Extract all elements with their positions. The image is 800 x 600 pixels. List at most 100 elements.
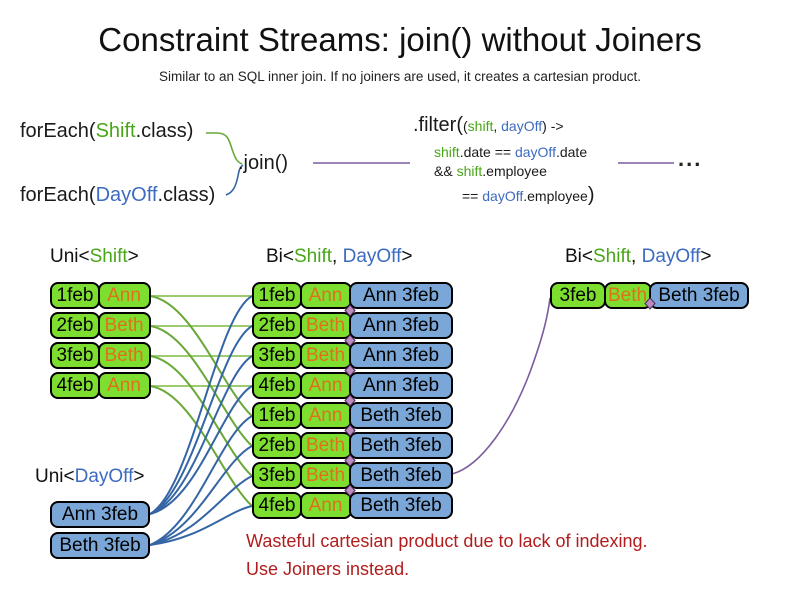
code-filter-line4: == dayOff.employee) xyxy=(462,184,595,207)
beth-dayoff-to-row8-line xyxy=(149,505,253,546)
code-text: ) xyxy=(587,184,595,206)
label-uni-shift: Uni<Shift> xyxy=(50,246,139,268)
label-text: > xyxy=(133,466,145,487)
shift2-to-row6-line xyxy=(149,325,253,447)
code-text: && xyxy=(434,163,457,179)
shift-class-token: Shift xyxy=(95,120,136,142)
label-text: Shift xyxy=(89,246,128,267)
brace-shift-line xyxy=(206,132,243,165)
shift-employee-cell: Ann xyxy=(299,372,352,399)
shift-var-token: shift xyxy=(456,163,483,179)
label-text: DayOff xyxy=(342,246,402,267)
shift-employee-cell: Beth xyxy=(299,312,352,339)
shift-date-cell: 3feb xyxy=(252,342,302,369)
beth-dayoff-to-row7-line xyxy=(149,475,253,546)
dayoff-class-token: DayOff xyxy=(95,184,158,206)
code-text: .class) xyxy=(135,120,194,142)
label-text: , xyxy=(631,246,642,267)
shift-employee-cell: Beth xyxy=(97,312,151,339)
shift-date-cell: 2feb xyxy=(252,312,302,339)
warning-line1: Wasteful cartesian product due to lack o… xyxy=(246,531,648,551)
dayoff-cell: Ann 3feb xyxy=(50,501,150,528)
shift-date-cell: 2feb xyxy=(252,432,302,459)
code-text: .date xyxy=(555,144,588,160)
shift-date-cell: 3feb xyxy=(252,462,302,489)
shift-employee-cell: Beth xyxy=(603,282,652,309)
label-text: DayOff xyxy=(641,246,701,267)
shift-employee-cell: Ann xyxy=(299,402,352,429)
shift-employee-cell: Ann xyxy=(299,492,352,519)
dayoff-cell: Beth 3feb xyxy=(649,282,749,309)
ann-dayoff-to-row2-line xyxy=(149,325,253,515)
shift-date-cell: 1feb xyxy=(252,402,302,429)
shift-date-cell: 4feb xyxy=(252,492,302,519)
code-text: .class) xyxy=(157,184,216,206)
dayoff-cell: Ann 3feb xyxy=(349,342,453,369)
shift-employee-cell: Ann xyxy=(97,372,151,399)
match-to-result-line xyxy=(451,297,551,475)
code-filter-line3: && shift.employee xyxy=(434,163,547,179)
shift1-to-row5-line xyxy=(149,295,253,417)
label-bi-right: Bi<Shift, DayOff> xyxy=(565,246,711,268)
dayoff-cell: Beth 3feb xyxy=(349,402,453,429)
label-uni-dayoff: Uni<DayOff> xyxy=(35,466,145,488)
shift-date-cell: 1feb xyxy=(50,282,100,309)
label-text: Shift xyxy=(593,246,632,267)
label-text: Uni< xyxy=(50,246,90,267)
code-text: .filter( xyxy=(413,114,463,136)
shift-date-cell: 3feb xyxy=(550,282,606,309)
dayoff-cell: Beth 3feb xyxy=(349,462,453,489)
code-text: ) -> xyxy=(542,118,564,134)
shift-date-cell: 1feb xyxy=(252,282,302,309)
label-text: > xyxy=(401,246,413,267)
shift-date-cell: 4feb xyxy=(252,372,302,399)
dayoff-cell: Beth 3feb xyxy=(349,492,453,519)
shift-employee-cell: Beth xyxy=(97,342,151,369)
code-text: .employee xyxy=(482,163,547,179)
label-text: Shift xyxy=(294,246,333,267)
label-text: , xyxy=(332,246,343,267)
label-text: DayOff xyxy=(74,466,134,487)
label-text: Bi< xyxy=(266,246,294,267)
label-text: Uni< xyxy=(35,466,75,487)
shift-employee-cell: Beth xyxy=(299,462,352,489)
beth-dayoff-to-row6-line xyxy=(149,445,253,546)
code-text: .employee xyxy=(523,188,588,204)
code-join: .join() xyxy=(238,152,289,174)
shift4-to-row8-line xyxy=(149,385,253,507)
ann-dayoff-to-row1-line xyxy=(149,295,253,515)
shift-employee-cell: Ann xyxy=(97,282,151,309)
shift-var-token: shift xyxy=(467,118,494,134)
beth-dayoff-to-row5-line xyxy=(149,415,253,546)
code-filter-line1: .filter((shift, dayOff) -> xyxy=(413,114,564,137)
dayoff-var-token: dayOff xyxy=(501,118,543,134)
shift-employee-cell: Ann xyxy=(299,282,352,309)
label-text: > xyxy=(700,246,712,267)
code-foreach-dayoff: forEach(DayOff.class) xyxy=(20,184,215,207)
shift-employee-cell: Beth xyxy=(299,342,352,369)
label-bi-mid: Bi<Shift, DayOff> xyxy=(266,246,412,268)
shift-employee-cell: Beth xyxy=(299,432,352,459)
code-text: ( xyxy=(463,118,468,134)
code-text: .date == xyxy=(459,144,515,160)
dayoff-cell: Ann 3feb xyxy=(349,372,453,399)
shift-date-cell: 4feb xyxy=(50,372,100,399)
dayoff-var-token: dayOff xyxy=(482,188,524,204)
dayoff-cell: Ann 3feb xyxy=(349,282,453,309)
dayoff-cell: Beth 3feb xyxy=(349,432,453,459)
code-text: forEach( xyxy=(20,120,96,142)
shift-date-cell: 3feb xyxy=(50,342,100,369)
code-text: , xyxy=(493,118,502,134)
shift-var-token: shift xyxy=(434,144,460,160)
code-ellipsis: ... xyxy=(678,146,703,171)
label-text: > xyxy=(127,246,139,267)
